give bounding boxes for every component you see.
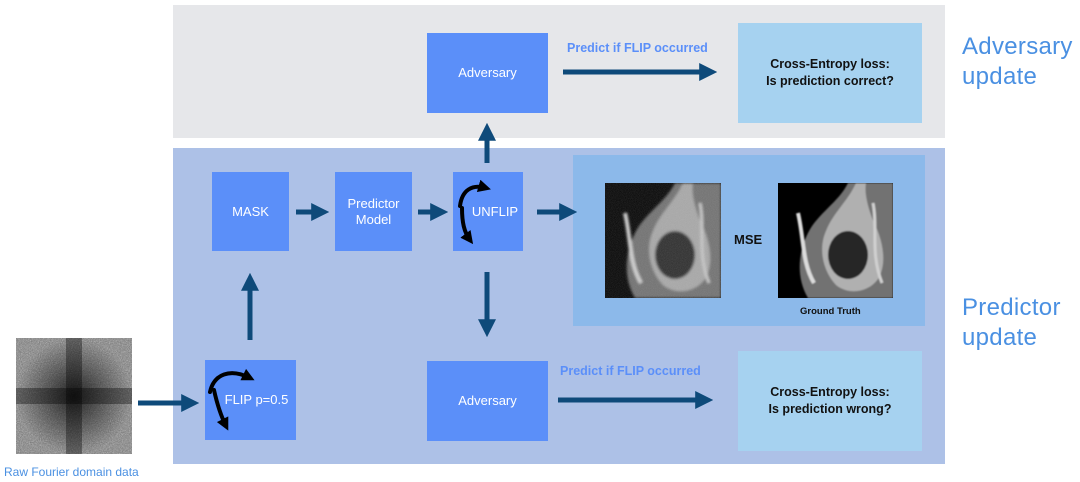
flip-label: FLIP p=0.5 bbox=[224, 392, 289, 407]
predict-flip-bottom-text: Predict if FLIP occurred bbox=[560, 364, 701, 378]
adversary-bottom-box: Adversary bbox=[427, 361, 548, 441]
raw-fourier-image bbox=[16, 338, 132, 454]
predictor-update-label: Predictor update bbox=[962, 294, 1061, 351]
unflip-curve-arrow-top bbox=[458, 179, 491, 208]
unflip-curve-arrow-bottom bbox=[460, 206, 474, 245]
ground-truth-label: Ground Truth bbox=[800, 306, 861, 317]
adversary-update-label: Adversary update bbox=[962, 33, 1073, 90]
adversary-bottom-label: Adversary bbox=[458, 393, 517, 408]
predictor-model-label: Predictor Model bbox=[347, 195, 400, 227]
mask-box: MASK bbox=[212, 172, 289, 251]
reconstruction-image bbox=[605, 183, 721, 298]
unflip-label: UNFLIP bbox=[471, 203, 519, 219]
adversary-top-box: Adversary bbox=[427, 33, 548, 113]
flip-curve-arrow-top bbox=[208, 368, 255, 394]
predict-flip-top-text: Predict if FLIP occurred bbox=[567, 41, 708, 55]
ground-truth-image bbox=[778, 183, 893, 298]
cross-entropy-correct-box: Cross-Entropy loss: Is prediction correc… bbox=[738, 23, 922, 123]
predictor-model-box: Predictor Model bbox=[335, 172, 412, 251]
mse-label: MSE bbox=[734, 232, 763, 247]
adversary-top-label: Adversary bbox=[458, 65, 517, 80]
raw-data-label: Raw Fourier domain data bbox=[4, 465, 139, 479]
flip-curve-arrow-bottom bbox=[212, 388, 229, 431]
cross-entropy-wrong-box: Cross-Entropy loss: Is prediction wrong? bbox=[738, 351, 922, 451]
mask-label: MASK bbox=[232, 203, 269, 219]
